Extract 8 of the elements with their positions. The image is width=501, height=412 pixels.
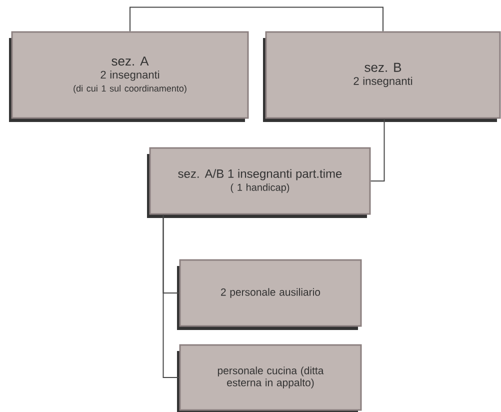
org-box: sez. A/B 1 insegnanti part.time ( 1 handicap) — [147, 147, 371, 218]
connector-line — [130, 6, 384, 32]
connector-line — [370, 118, 385, 182]
org-box: 2 personale ausiliario — [177, 259, 362, 330]
connector-line — [162, 214, 180, 378]
org-box: sez. B 2 insegnanti — [263, 31, 501, 122]
org-box: sez. A 2 insegnanti (di cui 1 sul coordinamento) — [9, 31, 249, 122]
org-box: personale cucina (ditta esterna in appalto) — [177, 344, 362, 412]
